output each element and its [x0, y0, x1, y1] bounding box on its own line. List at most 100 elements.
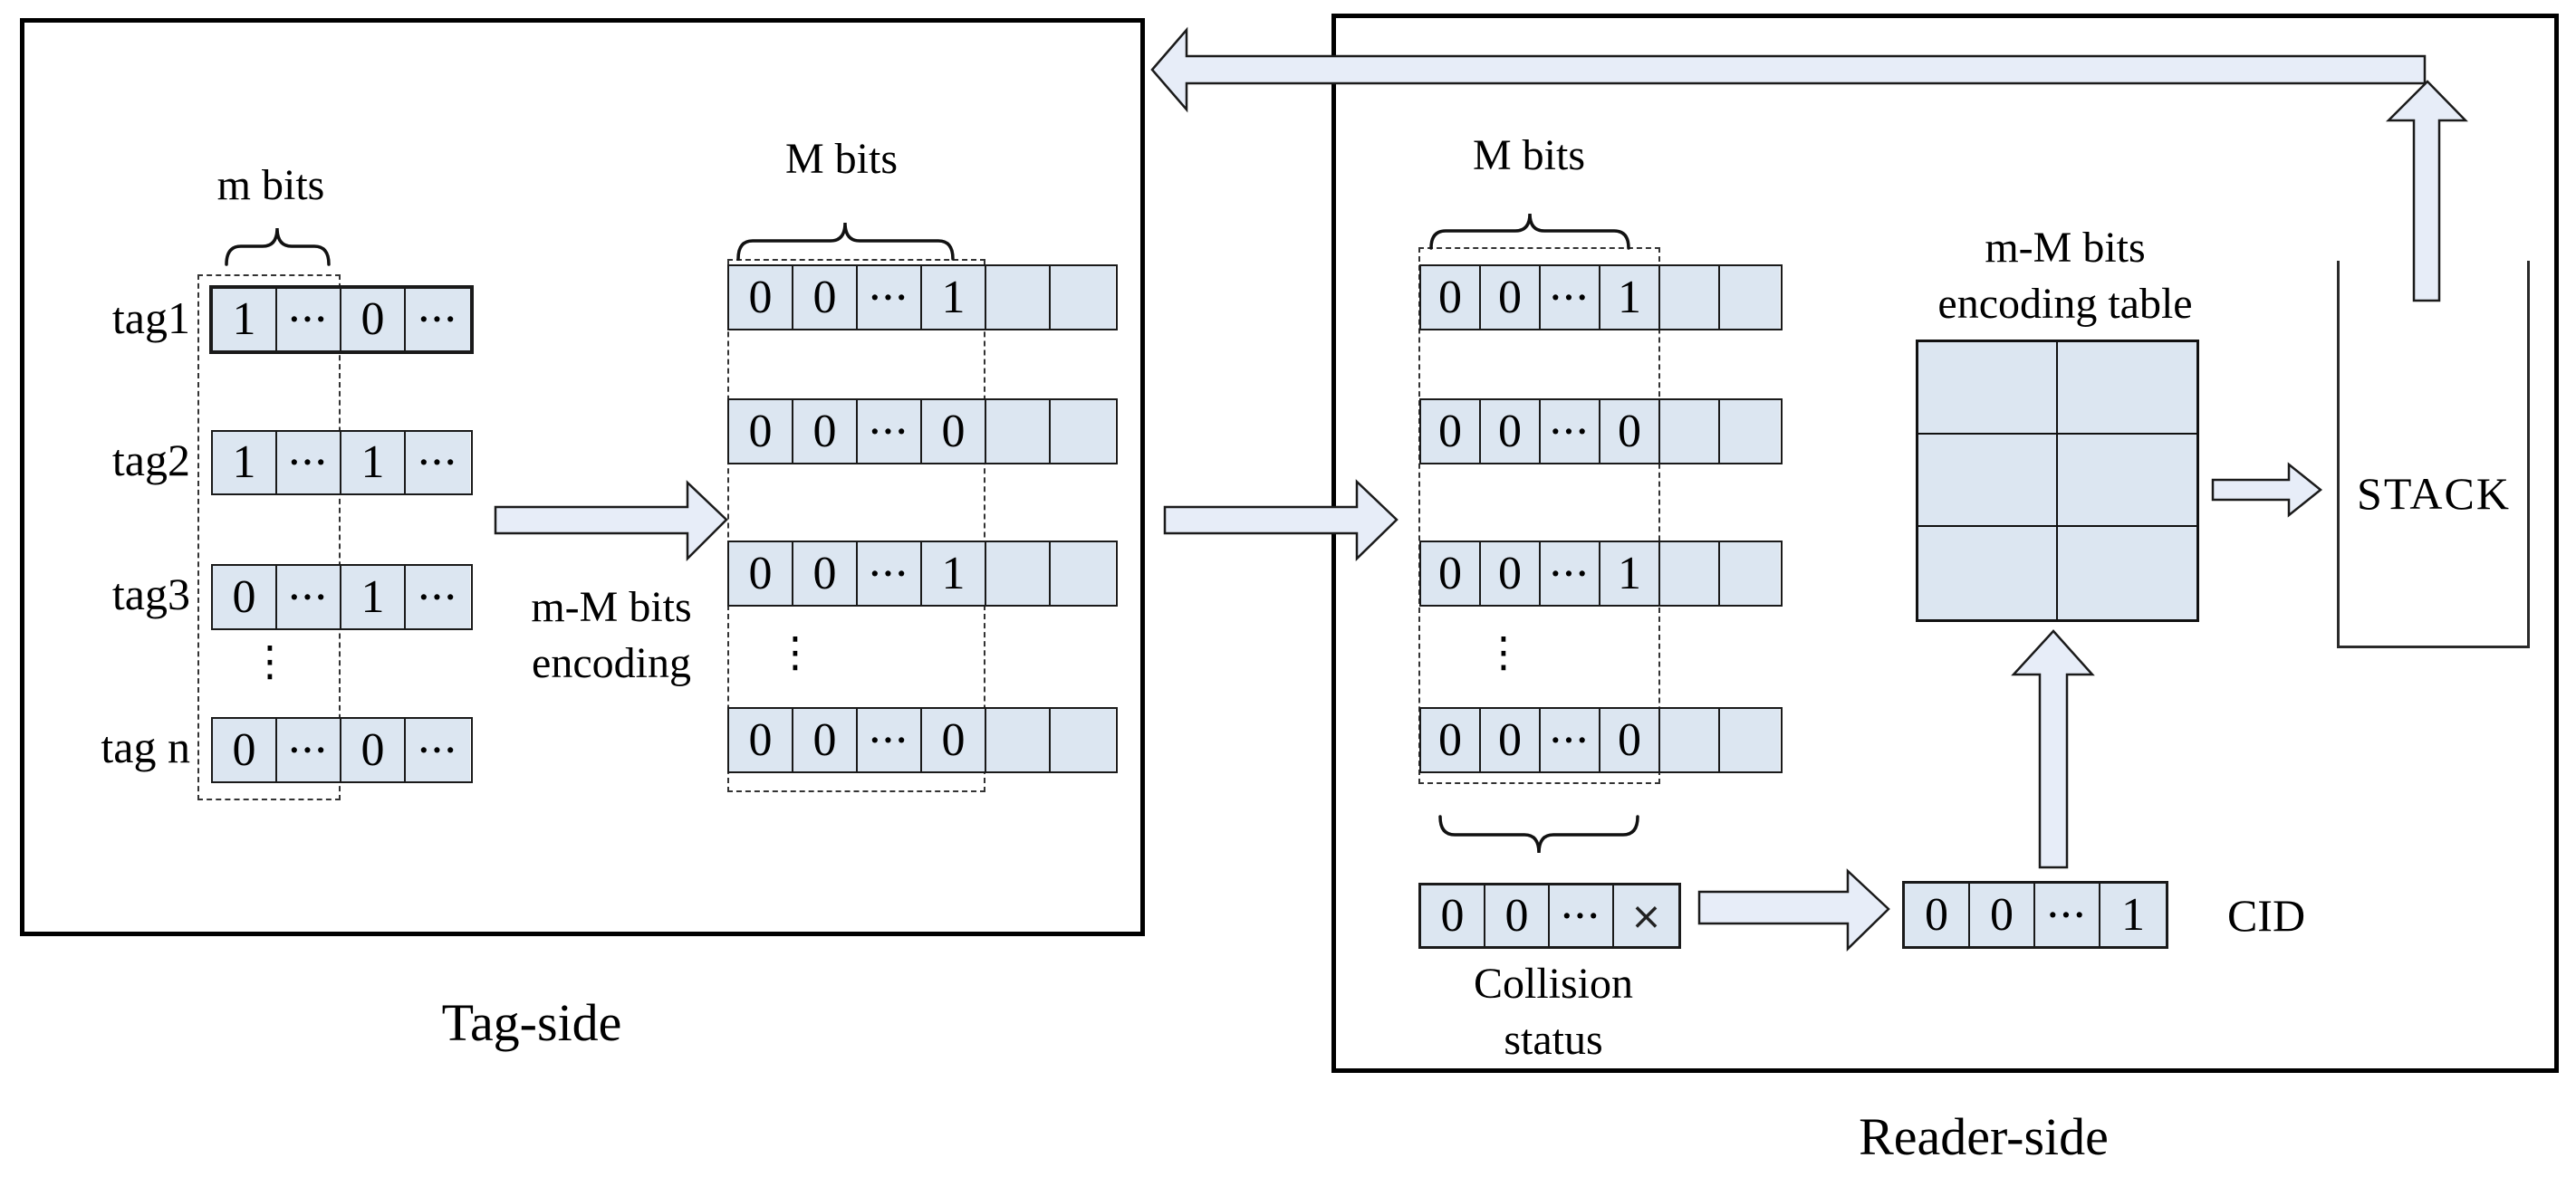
bit-cell: ···: [277, 289, 341, 350]
bit-cell: 0: [341, 719, 406, 781]
tag-M-bits-label: M bits: [784, 135, 899, 183]
bit-cell: ···: [858, 542, 922, 605]
bit-cell: 0: [1481, 266, 1541, 329]
tag-rows-vertical-ellipsis: ⋮: [249, 636, 291, 685]
bit-cell: [1660, 266, 1720, 329]
bit-cell: 0: [1905, 884, 1970, 946]
bit-cell: ···: [277, 432, 341, 493]
bit-cell: 0: [213, 566, 277, 628]
bit-cell: ···: [1550, 885, 1614, 946]
tag2-id-row: 1···1···: [211, 430, 473, 495]
bit-cell: 0: [1481, 400, 1541, 463]
bit-cell: [1051, 266, 1115, 329]
reader-M-bits-label: M bits: [1472, 131, 1586, 179]
encoding-arrow-label-line1: m-M bits: [531, 583, 692, 631]
encoding-table-cell: [2057, 435, 2196, 527]
bit-cell: 0: [729, 709, 793, 771]
bit-cell: [1660, 709, 1720, 771]
tag3-label: tag3: [111, 569, 190, 619]
tag-side-title: Tag-side: [441, 993, 622, 1052]
bit-cell: 0: [1600, 400, 1660, 463]
m-bits-label: m bits: [216, 161, 325, 209]
bit-cell: [1660, 542, 1720, 605]
tag2-label: tag2: [111, 435, 190, 485]
bit-cell: ×: [1614, 885, 1678, 946]
bit-cell: [986, 266, 1051, 329]
bit-cell: ···: [858, 709, 922, 771]
bit-cell: [986, 542, 1051, 605]
bit-cell: [986, 709, 1051, 771]
table-label: m-M bits encoding table: [1937, 220, 2192, 333]
collision-status-label: Collision status: [1474, 956, 1633, 1069]
tag-m-bits-dashed-rect: [197, 274, 341, 800]
bit-cell: ···: [277, 719, 341, 781]
bit-cell: [1660, 400, 1720, 463]
bit-cell: 1: [2100, 884, 2166, 946]
bit-cell: 0: [922, 400, 986, 463]
bit-cell: 0: [922, 709, 986, 771]
bit-cell: 1: [341, 566, 406, 628]
bit-cell: 0: [793, 542, 858, 605]
bit-cell: 0: [1481, 709, 1541, 771]
cid-label: CID: [2226, 890, 2306, 941]
bit-cell: ···: [277, 566, 341, 628]
bit-cell: 0: [1485, 885, 1550, 946]
bit-cell: [1051, 400, 1115, 463]
bit-cell: ···: [2035, 884, 2100, 946]
bit-cell: 0: [729, 542, 793, 605]
bit-cell: 0: [1970, 884, 2035, 946]
bit-cell: 0: [213, 719, 277, 781]
tag-n-label: tag n: [101, 722, 190, 772]
bit-cell: 0: [1421, 266, 1481, 329]
bit-cell: 0: [341, 289, 406, 350]
bit-cell: 1: [213, 432, 277, 493]
tag1-id-row: 1···0···: [209, 285, 474, 354]
tag-side-box: [20, 18, 1145, 936]
reader-rows-vertical-ellipsis: ⋮: [1483, 627, 1524, 676]
bit-cell: ···: [1541, 542, 1600, 605]
bit-cell: ···: [406, 289, 470, 350]
bit-cell: ···: [406, 719, 470, 781]
encoding-arrow-label-line2: encoding: [532, 639, 691, 688]
encoding-table: [1916, 340, 2199, 622]
tag1-label: tag1: [111, 292, 190, 343]
encoding-table-cell: [2057, 527, 2196, 619]
bit-cell: 1: [922, 266, 986, 329]
tag3-id-row: 0···1···: [211, 564, 473, 630]
encoding-table-cell: [1918, 527, 2058, 619]
bit-cell: [1051, 709, 1115, 771]
bit-cell: 0: [1421, 885, 1485, 946]
bit-cell: [1051, 542, 1115, 605]
bit-cell: 0: [1600, 709, 1660, 771]
table-label-line1: m-M bits: [1985, 224, 2146, 272]
bit-cell: 0: [1421, 400, 1481, 463]
tag-encoded-vertical-ellipsis: ⋮: [774, 627, 816, 676]
bit-cell: 0: [1421, 709, 1481, 771]
encoding-table-cell: [1918, 342, 2058, 435]
bit-cell: [1720, 266, 1780, 329]
bit-cell: ···: [1541, 266, 1600, 329]
encoding-table-cell: [2057, 342, 2196, 435]
bit-cell: 0: [729, 266, 793, 329]
reader-side-title: Reader-side: [1859, 1107, 2109, 1166]
bit-cell: 1: [922, 542, 986, 605]
bit-cell: 1: [1600, 542, 1660, 605]
bit-cell: ···: [858, 266, 922, 329]
collision-status-label-line1: Collision: [1473, 960, 1634, 1008]
bit-cell: 0: [1421, 542, 1481, 605]
table-label-line2: encoding table: [1937, 280, 2193, 329]
bit-cell: ···: [1541, 400, 1600, 463]
bit-cell: ···: [406, 566, 470, 628]
bit-cell: 0: [793, 266, 858, 329]
tag-n-id-row: 0···0···: [211, 717, 473, 783]
